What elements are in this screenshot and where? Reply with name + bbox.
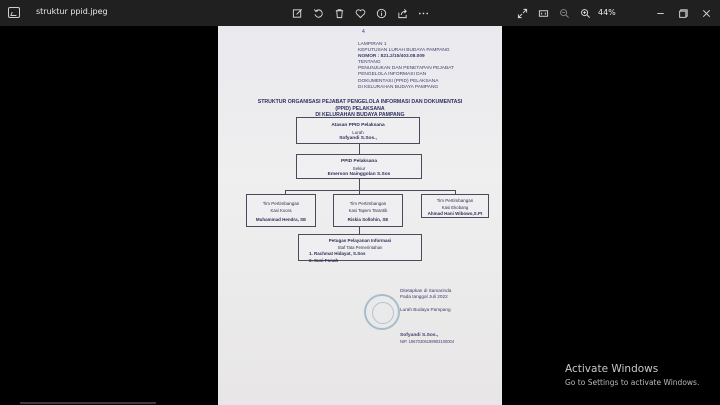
edit-icon[interactable] [289,5,305,21]
box-position: Sekiur [352,165,366,171]
minimize-icon[interactable] [652,5,668,21]
header-line: PENUNJUKAN DAN PENETAPAN PEJABAT [358,66,454,72]
box-role: Petugas Pelayanan Informasi [328,238,392,243]
photos-app-icon [8,7,20,18]
petugas-pelayanan-box: Petugas Pelayanan Informasi Staf Tata Pe… [298,234,422,263]
ppid-pelaksana-box: PPID Pelaksana Sekiur Emerson Nainggolan… [296,154,422,179]
header-line: KEPUTUSAN LURAH BUDAYA PAMPANG [358,48,450,54]
connector-line [285,190,286,194]
filmstrip-indicator [20,402,156,404]
file-name: struktur ppid.jpeg [36,7,108,16]
header-line: PENGELOLA INFORMASI DAN [358,72,427,78]
document-photo: 4 LAMPIRAN 1 KEPUTUSAN LURAH BUDAYA PAMP… [218,26,502,405]
box-position: Kasi Ekobang [441,204,469,210]
box-position: Kasi Tapem Tarantib [348,207,388,213]
connector-line [359,226,360,234]
header-line: LAMPIRAN 1 [358,42,387,47]
delete-icon[interactable] [331,5,347,21]
box-name: Sofyandi S.Sos., [339,136,377,141]
fullscreen-icon[interactable] [514,5,530,21]
box-role: Tim Pertimbangan [436,198,474,203]
more-icon[interactable] [415,5,431,21]
activation-watermark-title: Activate Windows [565,363,659,375]
tim-pertimbangan-box: Tim Pertimbangan Kasi Tapem Tarantib Ris… [333,194,403,227]
box-name: Riskia Sollohin, SE [347,217,389,222]
box-role: Tim Pertimbangan [262,201,300,206]
rotate-icon[interactable] [310,5,326,21]
connector-line [285,190,455,191]
decree-header: LAMPIRAN 1 KEPUTUSAN LURAH BUDAYA PAMPAN… [358,42,454,91]
activation-watermark-subtitle: Go to Settings to activate Windows. [565,378,700,387]
connector-line [359,143,360,154]
share-icon[interactable] [394,5,410,21]
signature-date: Pada tanggal Juli 2022 [400,294,448,299]
box-role: Tim Pertimbangan [349,201,387,206]
header-line: DOKUMENTASI (PPID) PELAKSANA [358,78,439,84]
signature-place: Ditetapkan di Samarinda [400,288,452,293]
atasan-ppid-box: Atasan PPID Pelaksana Lurah Sofyandi S.S… [296,117,420,144]
member-item: 2. Susi Fonah [309,257,339,263]
connector-line [455,190,456,194]
title-line: DI KELURAHAN BUDAYA PAMPANG [315,112,405,119]
header-line: DI KELURAHAN BUDAYA PAMPANG [358,84,439,90]
box-position: Kasi Koora [270,207,292,213]
image-viewport[interactable]: 4 LAMPIRAN 1 KEPUTUSAN LURAH BUDAYA PAMP… [0,26,720,405]
tim-pertimbangan-box: Tim Pertimbangan Kasi Ekobang Ahmad Hani… [421,194,489,218]
maximize-icon[interactable] [675,5,691,21]
tim-pertimbangan-box: Tim Pertimbangan Kasi Koora Muhammad Hen… [246,194,316,227]
org-chart-title: STRUKTUR ORGANISASI PEJABAT PENGELOLA IN… [218,99,502,119]
connector-line [359,178,360,190]
box-position: Lurah [352,129,364,135]
signature-role: Lurah Budaya Pampang [400,307,451,312]
signature-name: Sofyandi S.Sos., [400,333,439,338]
actual-size-icon[interactable] [535,5,551,21]
box-name: Ahmad Hani Wibowo,S.Pt [427,211,483,216]
box-role: PPID Pelaksana [341,159,377,164]
title-line: (PPID) PELAKSANA [335,105,385,112]
member-item: 1. Rachmat Hidayat, S.Sos [309,251,366,256]
connector-line [359,190,360,194]
favorite-icon[interactable] [352,5,368,21]
box-name: Emerson Nainggolan S.Sos [327,172,391,177]
title-line: STRUKTUR ORGANISASI PEJABAT PENGELOLA IN… [257,99,463,105]
header-line: TENTANG [358,60,381,66]
close-icon[interactable] [698,5,714,21]
header-line: NOMOR : 821.2/15/403.08.009 [358,54,425,60]
zoom-out-icon[interactable] [556,5,572,21]
info-icon[interactable] [373,5,389,21]
zoom-in-icon[interactable] [577,5,593,21]
page-number: 4 [362,29,365,35]
signature-nip: NIP. 19670306198903100004 [400,339,455,344]
box-role: Atasan PPID Pelaksana [331,123,385,128]
title-bar: struktur ppid.jpeg 44% [0,0,720,26]
box-name: Muhammad Hendra, SE [255,217,307,222]
zoom-level: 44% [598,8,616,17]
official-stamp [364,294,400,330]
box-position: Staf Tata Pemerintahan [337,244,383,250]
